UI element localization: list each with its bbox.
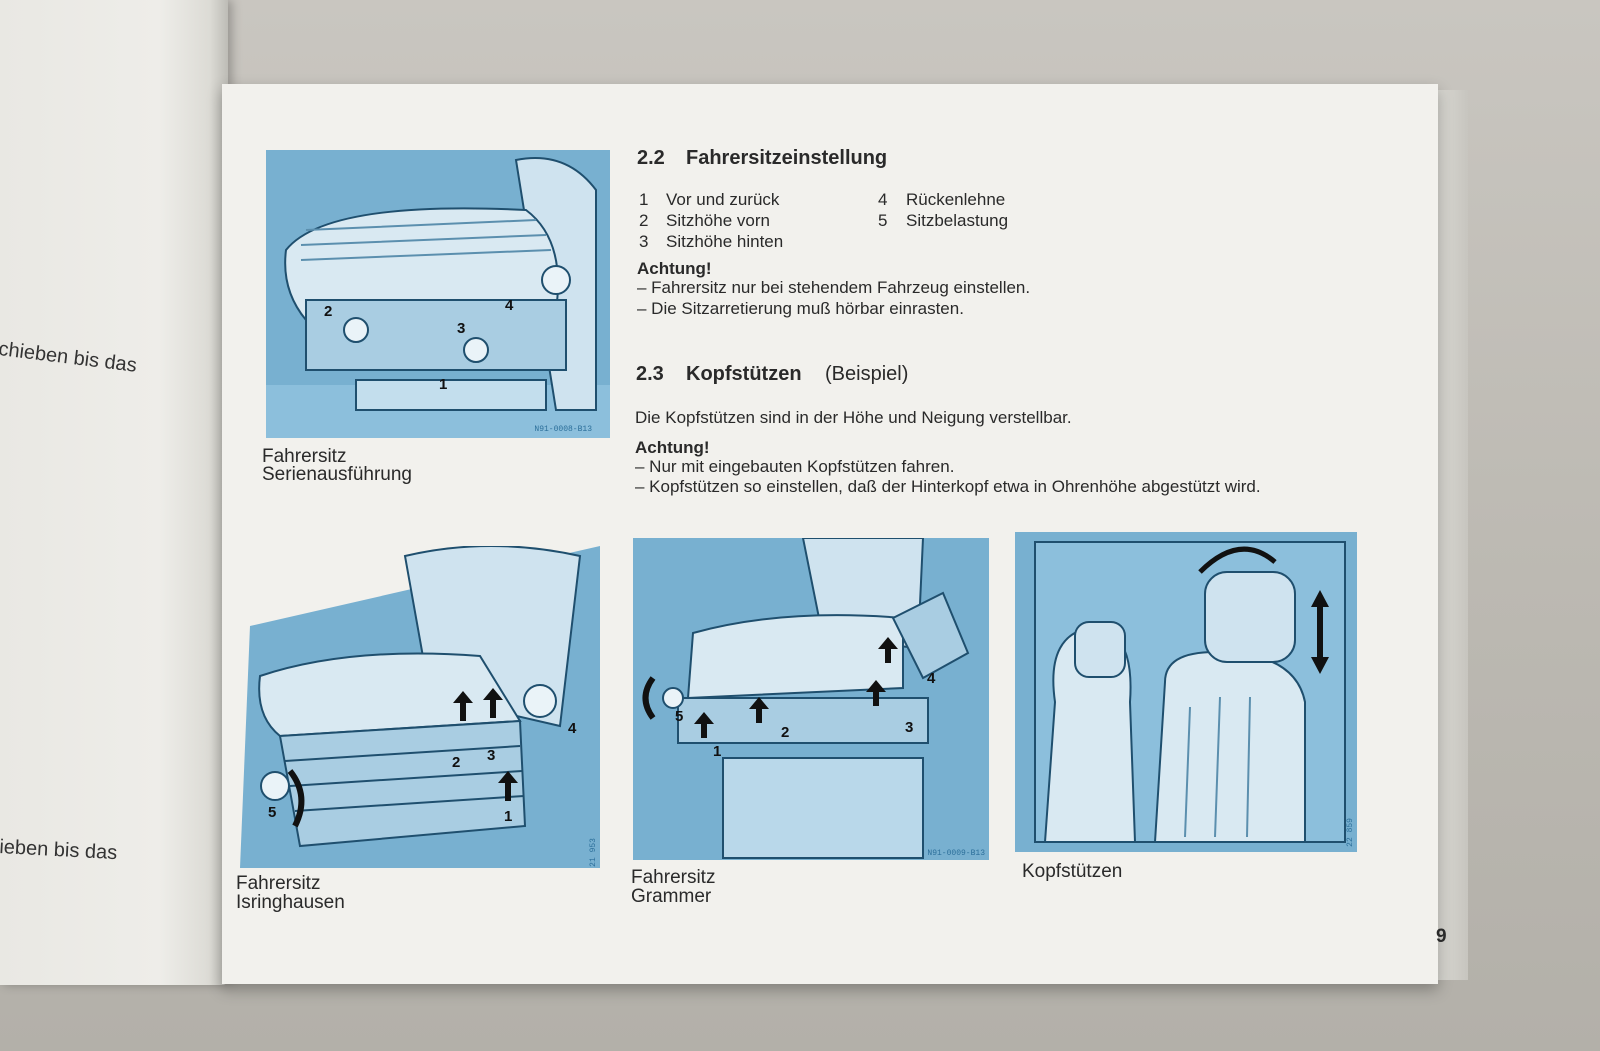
warning-title: Achtung! xyxy=(635,438,710,457)
figure-label: 1 xyxy=(713,743,722,760)
figure-caption: Grammer xyxy=(631,886,712,907)
legend-item-number: 4 xyxy=(878,190,888,209)
figure-label: 4 xyxy=(927,670,936,687)
legend-item-label: Sitzbelastung xyxy=(906,211,1009,230)
figure-label: 2 xyxy=(452,754,461,771)
section-number: 2.3 xyxy=(636,363,664,385)
figure-label: 3 xyxy=(905,719,914,736)
warning-line: – Fahrersitz nur bei stehendem Fahrzeug … xyxy=(637,278,1031,297)
figure-label: 1 xyxy=(439,376,448,393)
legend-item-number: 2 xyxy=(639,211,649,230)
figure-caption: Isringhausen xyxy=(236,892,345,913)
seat-drawing xyxy=(266,150,610,438)
intro-text: Die Kopfstützen sind in der Höhe und Nei… xyxy=(635,408,1072,427)
figure-label: 3 xyxy=(487,747,496,764)
figure-caption: Kopfstützen xyxy=(1022,861,1123,882)
figure-label: 2 xyxy=(324,303,333,320)
legend-item-number: 1 xyxy=(639,190,649,209)
seat-drawing xyxy=(240,546,600,868)
figure-label: 4 xyxy=(568,720,577,737)
illustration-isringhausen-seat: 2 3 4 1 5 FG 21 953 xyxy=(240,546,600,868)
figure-caption: Serienausführung xyxy=(262,464,412,485)
figure-label: 4 xyxy=(505,297,514,314)
left-page-text-line: ieben bis das xyxy=(0,836,118,865)
legend-item-label: Rückenlehne xyxy=(906,190,1006,209)
legend-item-label: Sitzhöhe hinten xyxy=(666,232,784,251)
left-page-text-line: chieben bis das xyxy=(0,338,138,377)
legend-item-number: 5 xyxy=(878,211,888,230)
warning-line: – Nur mit eingebauten Kopfstützen fahren… xyxy=(635,457,955,476)
illustration-serien-seat: 2 3 4 1 N91-0008-B13 xyxy=(266,150,610,438)
figure-label: 2 xyxy=(781,724,790,741)
section-number: 2.2 xyxy=(637,147,665,169)
warning-line: – Kopfstützen so einstellen, daß der Hin… xyxy=(635,477,1261,496)
figure-label: 5 xyxy=(268,804,277,821)
illustration-headrests: FG 22 859 xyxy=(1015,532,1357,852)
warning-line: – Die Sitzarretierung muß hörbar einrast… xyxy=(637,299,964,318)
figure-label: 5 xyxy=(675,708,684,725)
legend-item-label: Vor und zurück xyxy=(666,190,780,209)
seat-drawing xyxy=(633,538,989,860)
figure-caption: Fahrersitz xyxy=(262,446,347,467)
figure-code: N91-0008-B13 xyxy=(534,425,592,434)
page-edge xyxy=(1438,90,1468,980)
illustration-grammer-seat: 5 1 2 3 4 N91-0009-B13 xyxy=(633,538,989,860)
page-number: 9 xyxy=(1436,926,1447,947)
figure-code: FG 21 953 xyxy=(589,838,598,868)
figure-code: N91-0009-B13 xyxy=(927,849,985,858)
figure-code: FG 22 859 xyxy=(1346,818,1355,852)
legend-item-label: Sitzhöhe vorn xyxy=(666,211,770,230)
figure-caption: Fahrersitz xyxy=(631,867,716,888)
section-title: Fahrersitzeinstellung xyxy=(686,147,888,169)
headrest-drawing xyxy=(1015,532,1357,852)
figure-label: 1 xyxy=(504,808,513,825)
section-title: Kopfstützen xyxy=(686,363,802,385)
figure-label: 3 xyxy=(457,320,466,337)
figure-caption: Fahrersitz xyxy=(236,873,321,894)
section-title-suffix: (Beispiel) xyxy=(825,363,909,385)
left-page: chieben bis das ieben bis das xyxy=(0,0,228,985)
legend-item-number: 3 xyxy=(639,232,649,251)
warning-title: Achtung! xyxy=(637,259,712,278)
